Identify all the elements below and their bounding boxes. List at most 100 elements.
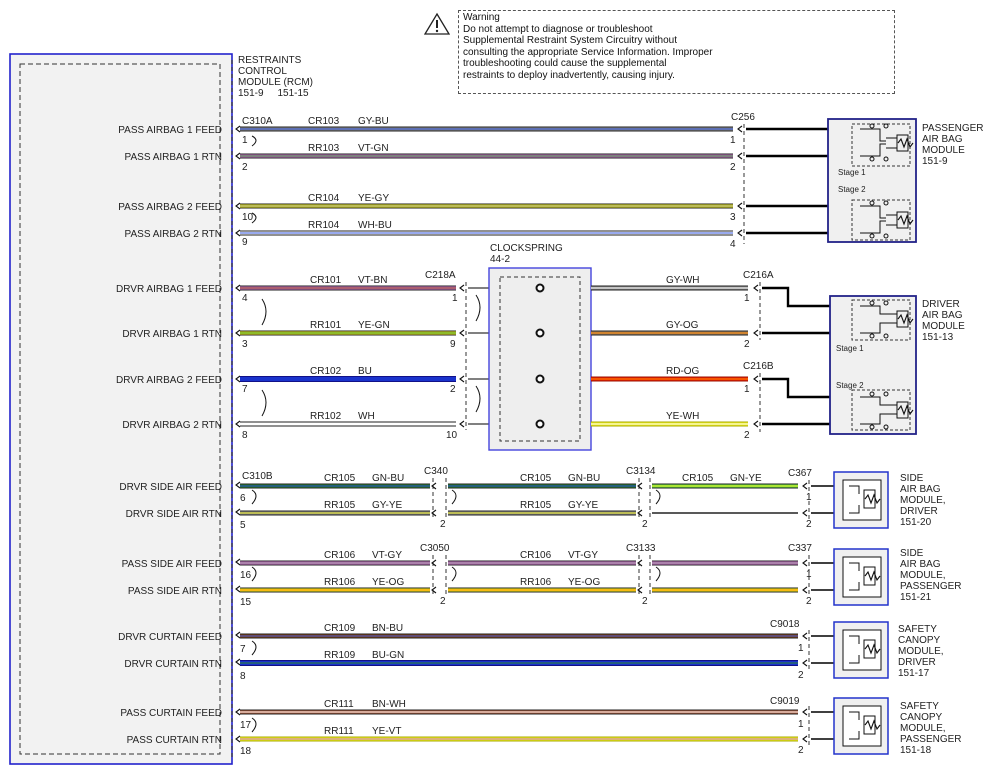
twist-brackets <box>475 294 481 413</box>
squib-icon <box>849 485 881 514</box>
rcm-pin-label: PASS CURTAIN FEED <box>120 708 222 719</box>
connector-c3133: C3133 <box>626 543 656 554</box>
warning-line: troubleshooting could cause the suppleme… <box>463 58 667 69</box>
warning-icon <box>423 12 451 41</box>
wire-color-label: GY-WH <box>666 275 700 286</box>
circuit-label: CR105 <box>324 473 356 484</box>
pin-number: 1 <box>798 643 804 654</box>
c218a-arrows <box>459 284 465 428</box>
rcm-pin-label: DRVR SIDE AIR RTN <box>126 509 222 520</box>
clockspring-inner <box>499 276 581 442</box>
rcm-pin-label: DRVR AIRBAG 2 FEED <box>116 375 222 386</box>
module-label: 151-21 <box>900 592 932 603</box>
connector-c3050: C3050 <box>420 543 450 554</box>
circuit-label: RR102 <box>310 411 342 422</box>
warning-line: restraints to deploy inadvertently, caus… <box>463 69 675 81</box>
stage-label: Stage 1 <box>838 168 866 177</box>
twist-brackets <box>451 489 661 505</box>
connector-c310a: C310A <box>242 116 273 127</box>
wire-color-label: BN-WH <box>372 699 406 710</box>
wire-color-label: BN-BU <box>372 623 403 634</box>
circuit-label: RR105 <box>520 500 552 511</box>
pin-number: 10 <box>242 212 254 223</box>
stage-label: Stage 2 <box>836 381 864 390</box>
connector-c310b: C310B <box>242 471 273 482</box>
wire-color-label: YE-WH <box>666 411 699 422</box>
connector-c367: C367 <box>788 468 812 479</box>
pin-number: 7 <box>240 644 246 655</box>
pin-number: 4 <box>730 239 736 250</box>
circuit-label: CR105 <box>682 473 714 484</box>
warning-line: consulting the appropriate Service Infor… <box>463 46 713 58</box>
circuit-label: RR103 <box>308 143 340 154</box>
pin-number: 1 <box>452 293 458 304</box>
module-label: AIR BAG <box>900 559 941 570</box>
warning-box: Warning Do not attempt to diagnose or tr… <box>458 10 895 94</box>
stage1-box <box>851 299 911 341</box>
module-label: MODULE <box>922 145 965 156</box>
circuit-label: RR109 <box>324 650 356 661</box>
wire-color-label: WH <box>358 411 375 422</box>
pin-number: 1 <box>744 293 750 304</box>
wire-color-label: WH-BU <box>358 220 392 231</box>
warning-line: Supplemental Restraint System Circuitry … <box>463 35 677 46</box>
stage-label: Stage 2 <box>838 185 866 194</box>
pin-number: 1 <box>744 384 750 395</box>
warning-line: Do not attempt to diagnose or troublesho… <box>463 23 653 35</box>
connector-c9018: C9018 <box>770 619 800 630</box>
circuit-label: CR109 <box>324 623 356 634</box>
circuit-label: CR105 <box>520 473 552 484</box>
wire-color-label: RD-OG <box>666 366 700 377</box>
module-label: AIR BAG <box>922 134 963 145</box>
module-label: SAFETY <box>898 624 937 635</box>
warning-title: Warning <box>463 12 500 23</box>
connector-c337: C337 <box>788 543 812 554</box>
circuit-label: RR101 <box>310 320 342 331</box>
connector-c340: C340 <box>424 466 448 477</box>
rcm-inner-dash <box>19 63 221 755</box>
wire-color-label: BU <box>358 366 372 377</box>
module-label: PASSENGER <box>900 734 962 745</box>
rcm-pin-label: PASS CURTAIN RTN <box>127 735 222 746</box>
circuit-label: CR101 <box>310 275 342 286</box>
wire-color-label: GN-BU <box>372 473 404 484</box>
circuit-label: RR105 <box>324 500 356 511</box>
squib-icon <box>849 635 881 664</box>
pin-number: 7 <box>242 384 248 395</box>
module-label: 151-18 <box>900 745 932 756</box>
wire-color-label: YE-VT <box>372 726 401 737</box>
circuit-label: CR106 <box>324 550 356 561</box>
rcm-pin-label: DRVR AIRBAG 1 FEED <box>116 284 222 295</box>
c256-arrows <box>737 125 743 237</box>
wire-color-label: VT-GY <box>372 550 402 561</box>
circuit-label: RR106 <box>520 577 552 588</box>
circuit-label: CR106 <box>520 550 552 561</box>
stage-label: Stage 1 <box>836 344 864 353</box>
module-label: 151-9 <box>922 156 948 167</box>
pin-number: 1 <box>242 135 248 146</box>
module-label: AIR BAG <box>922 310 963 321</box>
circuit-label: RR104 <box>308 220 340 231</box>
connector-c9019: C9019 <box>770 696 800 707</box>
twist-brackets <box>251 135 267 733</box>
wire-color-label: GY-OG <box>666 320 699 331</box>
pin-number: 9 <box>450 339 456 350</box>
pin-number: 2 <box>440 596 446 607</box>
pin-number: 2 <box>730 162 736 173</box>
passenger-airbag-module-box <box>827 118 917 243</box>
connector-c256: C256 <box>731 112 755 123</box>
module-label: 151-17 <box>898 668 930 679</box>
circuit-label: CR111 <box>324 699 354 710</box>
inline-arrows <box>802 708 808 743</box>
rcm-pin-arrows <box>235 125 241 743</box>
squib-icon <box>849 711 881 740</box>
rcm-pin-label: PASS AIRBAG 1 RTN <box>125 152 222 163</box>
inline-arrows <box>431 482 808 517</box>
c216-arrows <box>753 284 759 428</box>
module-label: DRIVER <box>900 506 938 517</box>
squib-icon <box>860 300 914 339</box>
pin-number: 2 <box>798 745 804 756</box>
circuit-label: RR111 <box>324 726 354 737</box>
wire-color-label: GY-YE <box>372 500 403 511</box>
pin-number: 2 <box>806 519 812 530</box>
